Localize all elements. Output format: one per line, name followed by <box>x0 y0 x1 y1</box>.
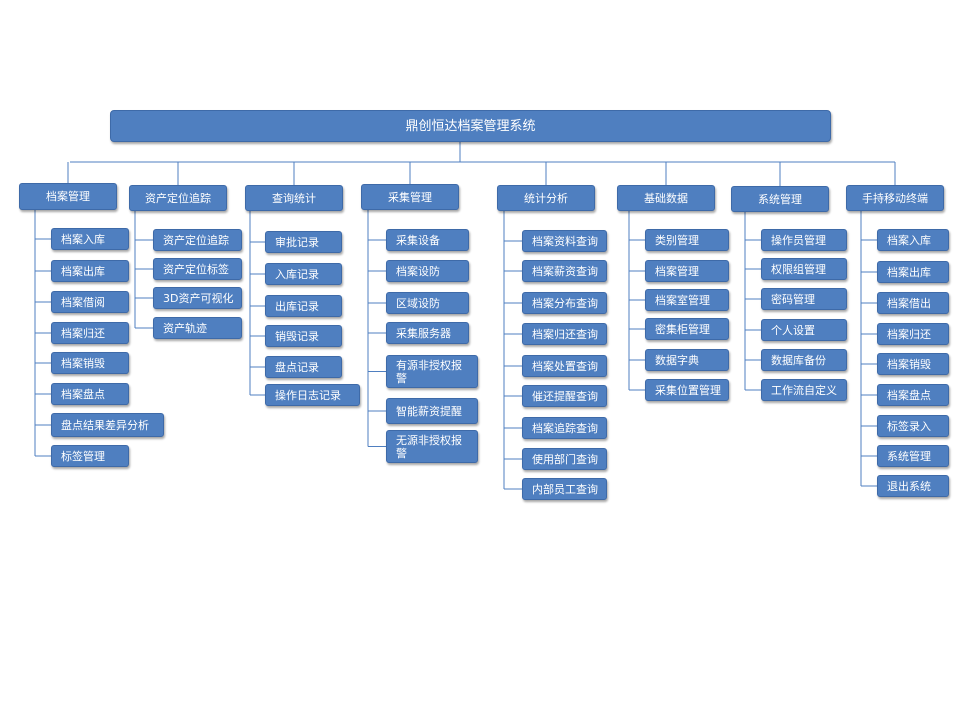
leaf-node[interactable]: 资产定位追踪 <box>153 229 242 251</box>
leaf-node[interactable]: 档案管理 <box>645 260 729 282</box>
leaf-node[interactable]: 退出系统 <box>877 475 949 497</box>
leaf-node[interactable]: 系统管理 <box>877 445 949 467</box>
leaf-node[interactable]: 采集设备 <box>386 229 469 251</box>
leaf-node[interactable]: 区域设防 <box>386 292 469 314</box>
leaf-node[interactable]: 档案借出 <box>877 292 949 314</box>
leaf-node[interactable]: 档案室管理 <box>645 289 729 311</box>
leaf-node[interactable]: 档案销毁 <box>877 353 949 375</box>
leaf-node[interactable]: 档案薪资查询 <box>522 260 607 282</box>
root-node[interactable]: 鼎创恒达档案管理系统 <box>110 110 831 142</box>
category-node[interactable]: 手持移动终端 <box>846 185 944 211</box>
leaf-node[interactable]: 智能薪资提醒 <box>386 398 478 424</box>
category-node[interactable]: 统计分析 <box>497 185 595 211</box>
leaf-node[interactable]: 数据字典 <box>645 349 729 371</box>
leaf-node[interactable]: 标签管理 <box>51 445 129 467</box>
leaf-node[interactable]: 档案资料查询 <box>522 230 607 252</box>
leaf-node[interactable]: 档案入库 <box>877 229 949 251</box>
category-node[interactable]: 查询统计 <box>245 185 343 211</box>
leaf-node[interactable]: 盘点记录 <box>265 356 342 378</box>
category-node[interactable]: 资产定位追踪 <box>129 185 227 211</box>
leaf-node[interactable]: 资产定位标签 <box>153 258 242 280</box>
leaf-node[interactable]: 密码管理 <box>761 288 847 310</box>
leaf-node[interactable]: 入库记录 <box>265 263 342 285</box>
leaf-node[interactable]: 档案出库 <box>51 260 129 282</box>
leaf-node[interactable]: 档案盘点 <box>877 384 949 406</box>
leaf-node[interactable]: 档案追踪查询 <box>522 417 607 439</box>
leaf-node[interactable]: 有源非授权报警 <box>386 355 478 388</box>
leaf-node[interactable]: 资产轨迹 <box>153 317 242 339</box>
leaf-node[interactable]: 密集柜管理 <box>645 318 729 340</box>
leaf-node[interactable]: 档案设防 <box>386 260 469 282</box>
leaf-node[interactable]: 档案借阅 <box>51 291 129 313</box>
category-node[interactable]: 系统管理 <box>731 186 829 212</box>
leaf-node[interactable]: 个人设置 <box>761 319 847 341</box>
leaf-node[interactable]: 审批记录 <box>265 231 342 253</box>
leaf-node[interactable]: 使用部门查询 <box>522 448 607 470</box>
leaf-node[interactable]: 销毁记录 <box>265 325 342 347</box>
category-node[interactable]: 采集管理 <box>361 184 459 210</box>
leaf-node[interactable]: 工作流自定义 <box>761 379 847 401</box>
leaf-node[interactable]: 标签录入 <box>877 415 949 437</box>
leaf-node[interactable]: 档案归还 <box>51 322 129 344</box>
leaf-node[interactable]: 无源非授权报警 <box>386 430 478 463</box>
leaf-node[interactable]: 档案出库 <box>877 261 949 283</box>
leaf-node[interactable]: 采集服务器 <box>386 322 469 344</box>
leaf-node[interactable]: 催还提醒查询 <box>522 385 607 407</box>
leaf-node[interactable]: 档案盘点 <box>51 383 129 405</box>
leaf-node[interactable]: 档案销毁 <box>51 352 129 374</box>
leaf-node[interactable]: 内部员工查询 <box>522 478 607 500</box>
leaf-node[interactable]: 盘点结果差异分析 <box>51 413 164 437</box>
leaf-node[interactable]: 档案归还查询 <box>522 323 607 345</box>
leaf-node[interactable]: 类别管理 <box>645 229 729 251</box>
leaf-node[interactable]: 档案处置查询 <box>522 355 607 377</box>
leaf-node[interactable]: 档案入库 <box>51 228 129 250</box>
category-node[interactable]: 档案管理 <box>19 183 117 210</box>
leaf-node[interactable]: 操作员管理 <box>761 229 847 251</box>
leaf-node[interactable]: 档案分布查询 <box>522 292 607 314</box>
leaf-node[interactable]: 出库记录 <box>265 295 342 317</box>
leaf-node[interactable]: 数据库备份 <box>761 349 847 371</box>
leaf-node[interactable]: 权限组管理 <box>761 258 847 280</box>
leaf-node[interactable]: 3D资产可视化 <box>153 287 242 309</box>
leaf-node[interactable]: 档案归还 <box>877 323 949 345</box>
category-node[interactable]: 基础数据 <box>617 185 715 211</box>
leaf-node[interactable]: 采集位置管理 <box>645 379 729 401</box>
leaf-node[interactable]: 操作日志记录 <box>265 384 360 406</box>
